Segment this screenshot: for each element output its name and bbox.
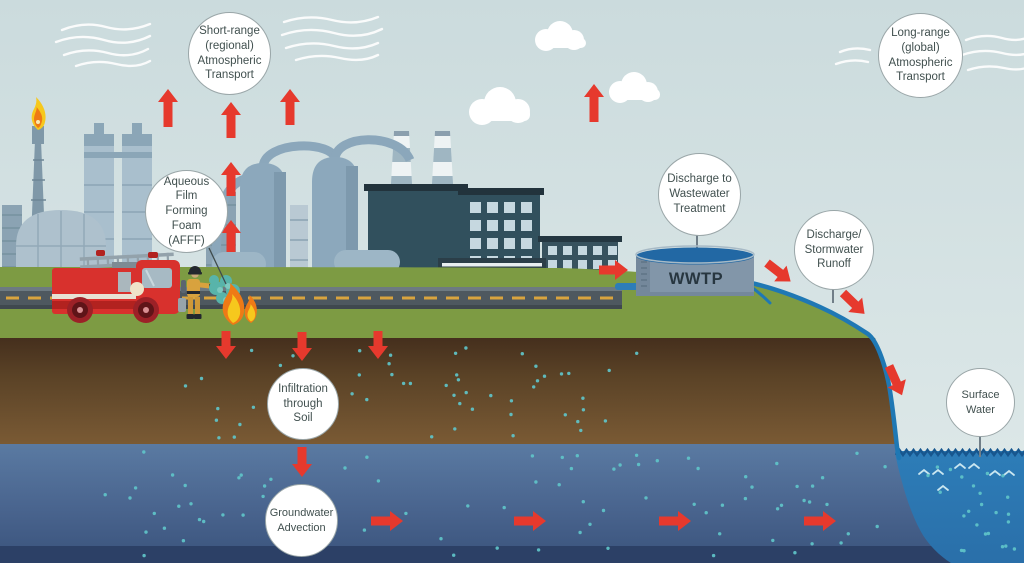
soil-layer [0, 338, 897, 444]
callout-afff: Aqueous Film Forming Foam (AFFF) [145, 170, 228, 253]
callout-label: Discharge to Wastewater Treatment [667, 173, 732, 215]
flow-arrow [292, 332, 312, 361]
water-surface-edge [894, 447, 1024, 458]
flow-arrow [368, 331, 388, 359]
callout-stormwater-runoff: Discharge/ Stormwater Runoff [794, 210, 874, 290]
groundwater-layer [0, 444, 955, 563]
truck-wheel [67, 297, 93, 323]
flow-arrow [884, 364, 906, 396]
callout-label: Short-range (regional) Atmospheric Trans… [197, 25, 262, 82]
wwtp-label: WWTP [669, 270, 723, 288]
contaminant-particles [103, 346, 1017, 558]
fire-flames-icon [222, 283, 257, 325]
cloud [469, 21, 660, 125]
flow-arrow [221, 162, 241, 196]
fire-truck [52, 250, 186, 323]
flow-arrow [659, 511, 691, 531]
flare-flame-icon [31, 97, 46, 130]
flow-arrow [764, 259, 791, 282]
callout-long-range-atmospheric: Long-range (global) Atmospheric Transpor… [878, 13, 963, 98]
flow-arrow [371, 511, 403, 531]
flow-arrow [839, 289, 865, 314]
flow-arrow [221, 220, 241, 252]
surface-water-body [895, 451, 1024, 563]
callout-stems [208, 247, 981, 457]
callout-surface-water: Surface Water [946, 368, 1015, 437]
wave-marks [918, 462, 1015, 491]
callout-label: Long-range (global) Atmospheric Transpor… [888, 27, 953, 84]
callout-label: Surface Water [961, 389, 1000, 416]
callout-discharge-wastewater: Discharge to Wastewater Treatment [658, 153, 741, 236]
flow-arrow [158, 89, 178, 127]
callout-label: Aqueous Film Forming Foam (AFFF) [163, 175, 210, 247]
truck-wheel [133, 297, 159, 323]
wwtp-tank: WWTP [635, 226, 755, 296]
callout-short-range-atmospheric: Short-range (regional) Atmospheric Trans… [188, 12, 271, 95]
flow-arrow [599, 260, 628, 280]
callout-label: Infiltration through Soil [278, 382, 328, 425]
deep-groundwater-band [0, 546, 955, 563]
callout-label: Groundwater Advection [269, 507, 334, 534]
flow-arrow [280, 89, 300, 125]
flow-arrow [584, 84, 604, 122]
callout-infiltration: Infiltration through Soil [267, 368, 339, 440]
flow-arrow [216, 331, 236, 359]
flow-arrow [804, 511, 836, 531]
flow-arrow [292, 447, 312, 477]
flow-arrow [221, 102, 241, 138]
callout-groundwater-advection: Groundwater Advection [265, 484, 338, 557]
callout-label: Discharge/ Stormwater Runoff [804, 228, 864, 271]
wind-lines [54, 15, 1024, 72]
flow-arrows [158, 84, 906, 531]
flow-arrow [514, 511, 546, 531]
